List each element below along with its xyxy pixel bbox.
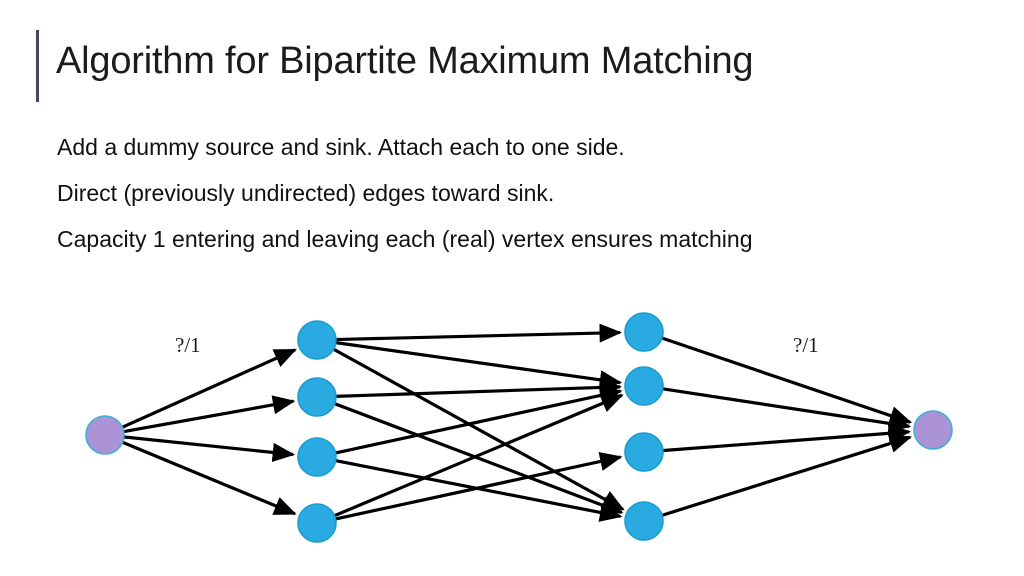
edge-l2-to-r4 (333, 401, 624, 515)
edge-l3-to-r2 (334, 386, 623, 455)
edge-l4-to-r2 (332, 393, 624, 518)
vertex-node-r4[interactable] (624, 501, 664, 541)
edge-l1-to-r2 (334, 340, 623, 390)
edge-group-bipartite (331, 323, 625, 522)
vertex-node-r1[interactable] (624, 312, 664, 352)
page-title: Algorithm for Bipartite Maximum Matching (56, 40, 754, 82)
edge-r2-to-t (661, 387, 912, 433)
vertex-node-l2[interactable] (297, 377, 337, 417)
edge-l1-to-r1 (334, 323, 622, 343)
vertex-node-l3[interactable] (297, 437, 337, 477)
vertex-node-r2[interactable] (624, 366, 664, 406)
body-text-block: Add a dummy source and sink. Attach each… (57, 124, 977, 262)
node-group-right-partition (624, 312, 664, 541)
edge-label-group: ?/1 ?/1 (175, 333, 819, 357)
edge-l4-to-r3 (334, 452, 623, 521)
title-accent-bar (36, 30, 39, 102)
diagram-svg: ?/1 ?/1 (85, 312, 953, 543)
node-group-left-partition (297, 320, 337, 543)
vertex-node-r3[interactable] (624, 432, 664, 472)
sink-capacity-label: ?/1 (793, 333, 819, 357)
sink-node[interactable] (913, 410, 953, 450)
edge-s-to-l1 (120, 348, 297, 430)
body-line-3: Capacity 1 entering and leaving each (re… (57, 226, 753, 252)
source-capacity-label: ?/1 (175, 333, 201, 357)
node-group-terminals (85, 410, 953, 455)
edge-r1-to-t (660, 336, 913, 425)
edge-l1-to-r4 (331, 347, 625, 511)
vertex-node-l4[interactable] (297, 503, 337, 543)
edge-r3-to-t (661, 423, 911, 453)
edge-group-source-to-left (120, 348, 297, 516)
edge-s-to-l2 (122, 395, 296, 434)
body-line-2: Direct (previously undirected) edges tow… (57, 180, 555, 206)
edge-l2-to-r2 (334, 377, 622, 398)
source-node[interactable] (85, 415, 125, 455)
edge-s-to-l3 (122, 435, 296, 462)
vertex-node-l1[interactable] (297, 320, 337, 360)
edge-s-to-l4 (121, 440, 297, 516)
edge-group-right-to-sink (660, 336, 913, 518)
bipartite-flow-diagram: ?/1 ?/1 (0, 280, 1024, 576)
edge-r4-to-t (660, 434, 912, 518)
body-line-1: Add a dummy source and sink. Attach each… (57, 134, 625, 160)
